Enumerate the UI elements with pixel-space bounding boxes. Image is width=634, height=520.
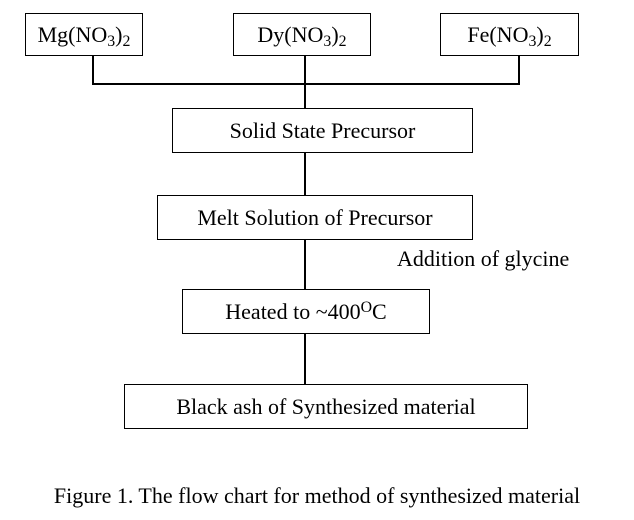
connector-merge <box>92 83 520 85</box>
connector-fe <box>518 55 520 85</box>
reagent-box-dy: Dy(NO3)2 <box>233 13 371 56</box>
addition-note: Addition of glycine <box>397 246 570 271</box>
reagent-label-fe: Fe(NO3)2 <box>467 21 552 50</box>
connector-to-final <box>304 333 306 385</box>
step-label: Melt Solution of Precursor <box>197 204 433 230</box>
reagent-box-mg: Mg(NO3)2 <box>25 13 143 56</box>
step-solid-state-precursor: Solid State Precursor <box>172 108 473 153</box>
reagent-box-fe: Fe(NO3)2 <box>440 13 579 56</box>
step-melt-solution: Melt Solution of Precursor <box>157 195 473 240</box>
step-label: Heated to ~400OC <box>225 298 387 324</box>
connector-mg <box>92 55 94 85</box>
connector-to-melt <box>304 152 306 196</box>
step-label: Black ash of Synthesized material <box>176 393 476 419</box>
reagent-label-dy: Dy(NO3)2 <box>257 21 347 50</box>
reagent-label-mg: Mg(NO3)2 <box>37 21 131 50</box>
connector-dy <box>304 55 306 85</box>
step-final-product: Black ash of Synthesized material <box>124 384 528 429</box>
connector-to-heated <box>304 239 306 290</box>
step-label: Solid State Precursor <box>229 117 416 143</box>
connector-to-solid <box>304 83 306 109</box>
figure-caption: Figure 1. The flow chart for method of s… <box>53 483 581 508</box>
step-heated: Heated to ~400OC <box>182 289 430 334</box>
